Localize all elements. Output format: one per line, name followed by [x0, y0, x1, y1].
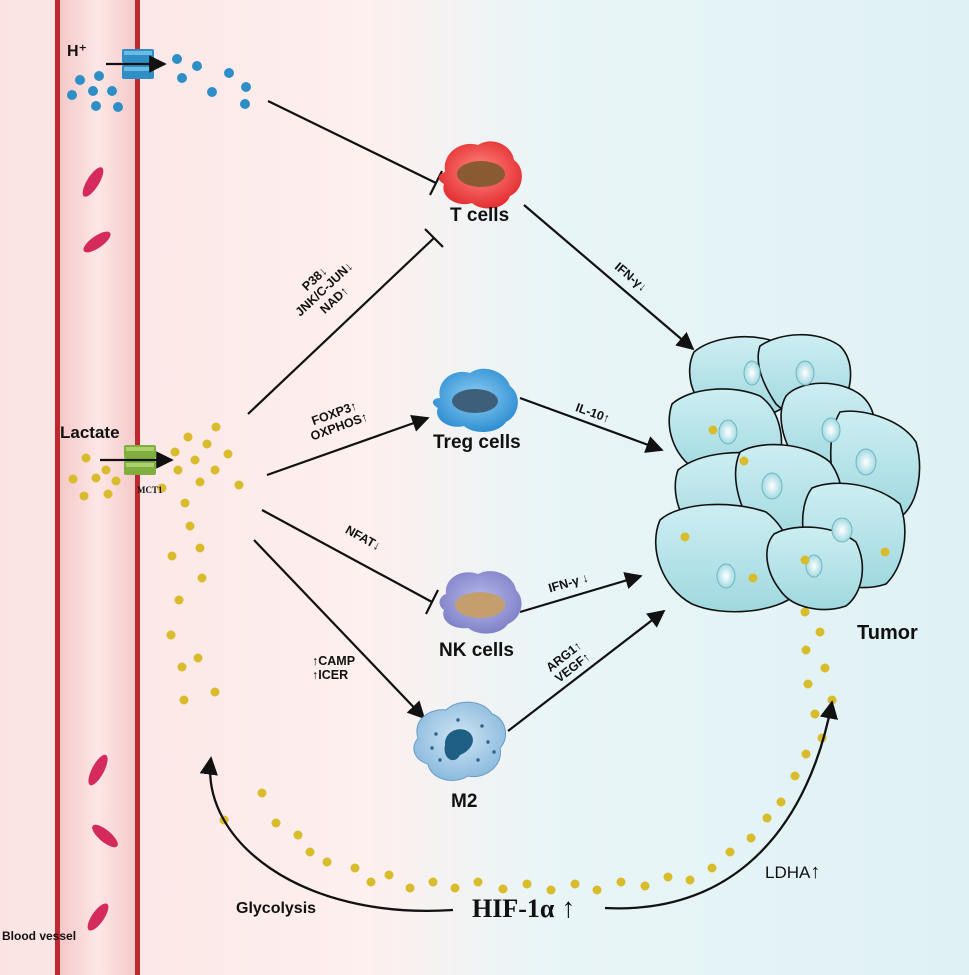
treg-tumor-edge: [519, 396, 664, 453]
lactate-treg-edge: [266, 414, 430, 477]
lactate-m2-edge: [253, 539, 426, 720]
t-cells-label: T cells: [450, 205, 510, 226]
glycolysis-label: Glycolysis: [236, 900, 317, 917]
t-tumor-edge: [523, 204, 695, 351]
proton-pump-icon: [106, 49, 167, 79]
ldha-up-arrow-icon: ↑: [810, 861, 821, 883]
m2-label: M2: [451, 791, 478, 812]
h-plus-label: H⁺: [67, 43, 87, 60]
m2-pathway-label: ↑CAMP ↑ICER: [312, 654, 355, 683]
tumor-cells-icon: [654, 333, 921, 613]
red-blood-cell-icon: [82, 167, 118, 931]
lactate-label: Lactate: [60, 423, 120, 442]
blood-vessel: [55, 0, 140, 975]
hif-text: HIF-1α: [472, 894, 555, 923]
ldha-label: LDHA↑: [765, 862, 820, 882]
proton-dots: [67, 54, 251, 112]
t-cell-icon: [438, 141, 522, 209]
treg-cells-label: Treg cells: [433, 432, 521, 453]
nk-cells-label: NK cells: [439, 640, 514, 661]
ldha-text: LDHA: [765, 863, 811, 882]
glycolysis-arrow: [199, 756, 454, 912]
m2-pathway-line-2: ↑ICER: [312, 668, 349, 683]
blood-vessel-label: Blood vessel: [2, 929, 77, 943]
nk-cell-icon: [439, 571, 522, 634]
m2-macrophage-icon: [413, 701, 507, 781]
nk-tumor-edge: [519, 572, 643, 614]
tumor-label: Tumor: [857, 622, 918, 644]
hif-label: HIF-1α ↑: [472, 895, 575, 923]
m2-pathway-line-1: ↑CAMP: [312, 654, 356, 668]
treg-cell-icon: [432, 368, 518, 432]
m2-tumor-edge: [507, 609, 666, 732]
mct1-transporter-icon: [100, 445, 174, 475]
hif-up-arrow-icon: ↑: [554, 893, 576, 924]
lactate-nk-inhibit-edge: [261, 509, 439, 615]
mct1-label: MCT1: [137, 485, 163, 495]
lactate-t-inhibit-edge: [247, 228, 444, 415]
ldha-arrow: [604, 700, 839, 910]
